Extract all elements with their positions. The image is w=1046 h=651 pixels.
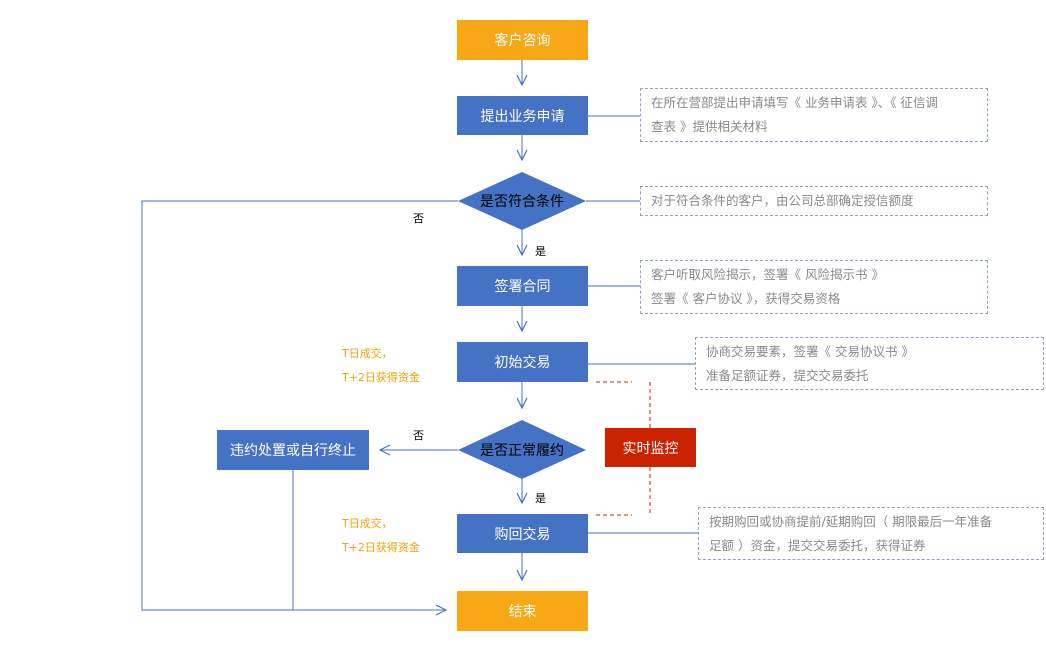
label-eligible-no: 否 [413, 212, 424, 225]
note-initial: 协商交易要素，签署《 交易协议书 》 准备足额证券，提交交易委托 [695, 337, 1044, 390]
note-initial-line-2: 准备足额证券，提交交易委托 [706, 368, 869, 383]
decision-normal-shape [458, 420, 586, 479]
line-eligible-no-to-end [141, 200, 458, 610]
decision-eligible-label: 是否符合条件 [480, 193, 564, 210]
decision-eligible-shape [458, 172, 586, 230]
note-eligible: 对于符合条件的客户，由公司总部确定授信额度 [640, 186, 988, 216]
step-monitor: 实时监控 [605, 428, 696, 467]
note-initial-line-1: 协商交易要素，签署《 交易协议书 》 [706, 344, 914, 359]
note-apply: 在所在营部提出申请填写《 业务申请表 》、《 征信调 查表 》提供相关材料 [640, 88, 988, 142]
label-normal-no: 否 [413, 429, 424, 442]
step-sign: 签署合同 [457, 266, 588, 306]
decision-normal-label: 是否正常履约 [480, 443, 564, 459]
note-buyback-line-2: 足额 ）资金，提交交易委托，获得证券 [709, 538, 926, 553]
step-apply: 提出业务申请 [457, 96, 588, 135]
note-sign: 客户听取风险揭示，签署《 风险揭示书 》 签署《 客户协议 》，获得交易资格 [640, 260, 988, 314]
note-apply-line-2: 查表 》提供相关材料 [651, 119, 768, 134]
note-apply-line-1: 在所在营部提出申请填写《 业务申请表 》、《 征信调 [651, 95, 938, 110]
timing-initial-line-1: T日成交， [342, 347, 393, 360]
timing-buyback-line-2: T+2日获得资金 [342, 541, 420, 554]
step-consult: 客户咨询 [457, 20, 588, 60]
timing-initial-line-2: T+2日获得资金 [342, 371, 420, 384]
timing-initial: T日成交， T+2日获得资金 [342, 342, 420, 390]
timing-buyback: T日成交， T+2日获得资金 [342, 512, 420, 560]
timing-buyback-line-1: T日成交， [342, 517, 393, 530]
note-buyback-line-1: 按期购回或协商提前/延期购回（ 期限最后一年准备 [709, 514, 993, 529]
label-normal-yes: 是 [535, 492, 546, 505]
step-end: 结束 [457, 591, 588, 631]
step-buyback: 购回交易 [457, 514, 588, 553]
step-breach: 违约处置或自行终止 [217, 430, 369, 470]
note-buyback: 按期购回或协商提前/延期购回（ 期限最后一年准备 足额 ）资金，提交交易委托，获… [698, 507, 1044, 560]
step-initial: 初始交易 [457, 342, 588, 382]
note-sign-line-2: 签署《 客户协议 》，获得交易资格 [651, 291, 841, 306]
label-eligible-yes: 是 [535, 245, 546, 258]
note-sign-line-1: 客户听取风险揭示，签署《 风险揭示书 》 [651, 267, 884, 282]
note-eligible-line-1: 对于符合条件的客户，由公司总部确定授信额度 [651, 193, 914, 208]
